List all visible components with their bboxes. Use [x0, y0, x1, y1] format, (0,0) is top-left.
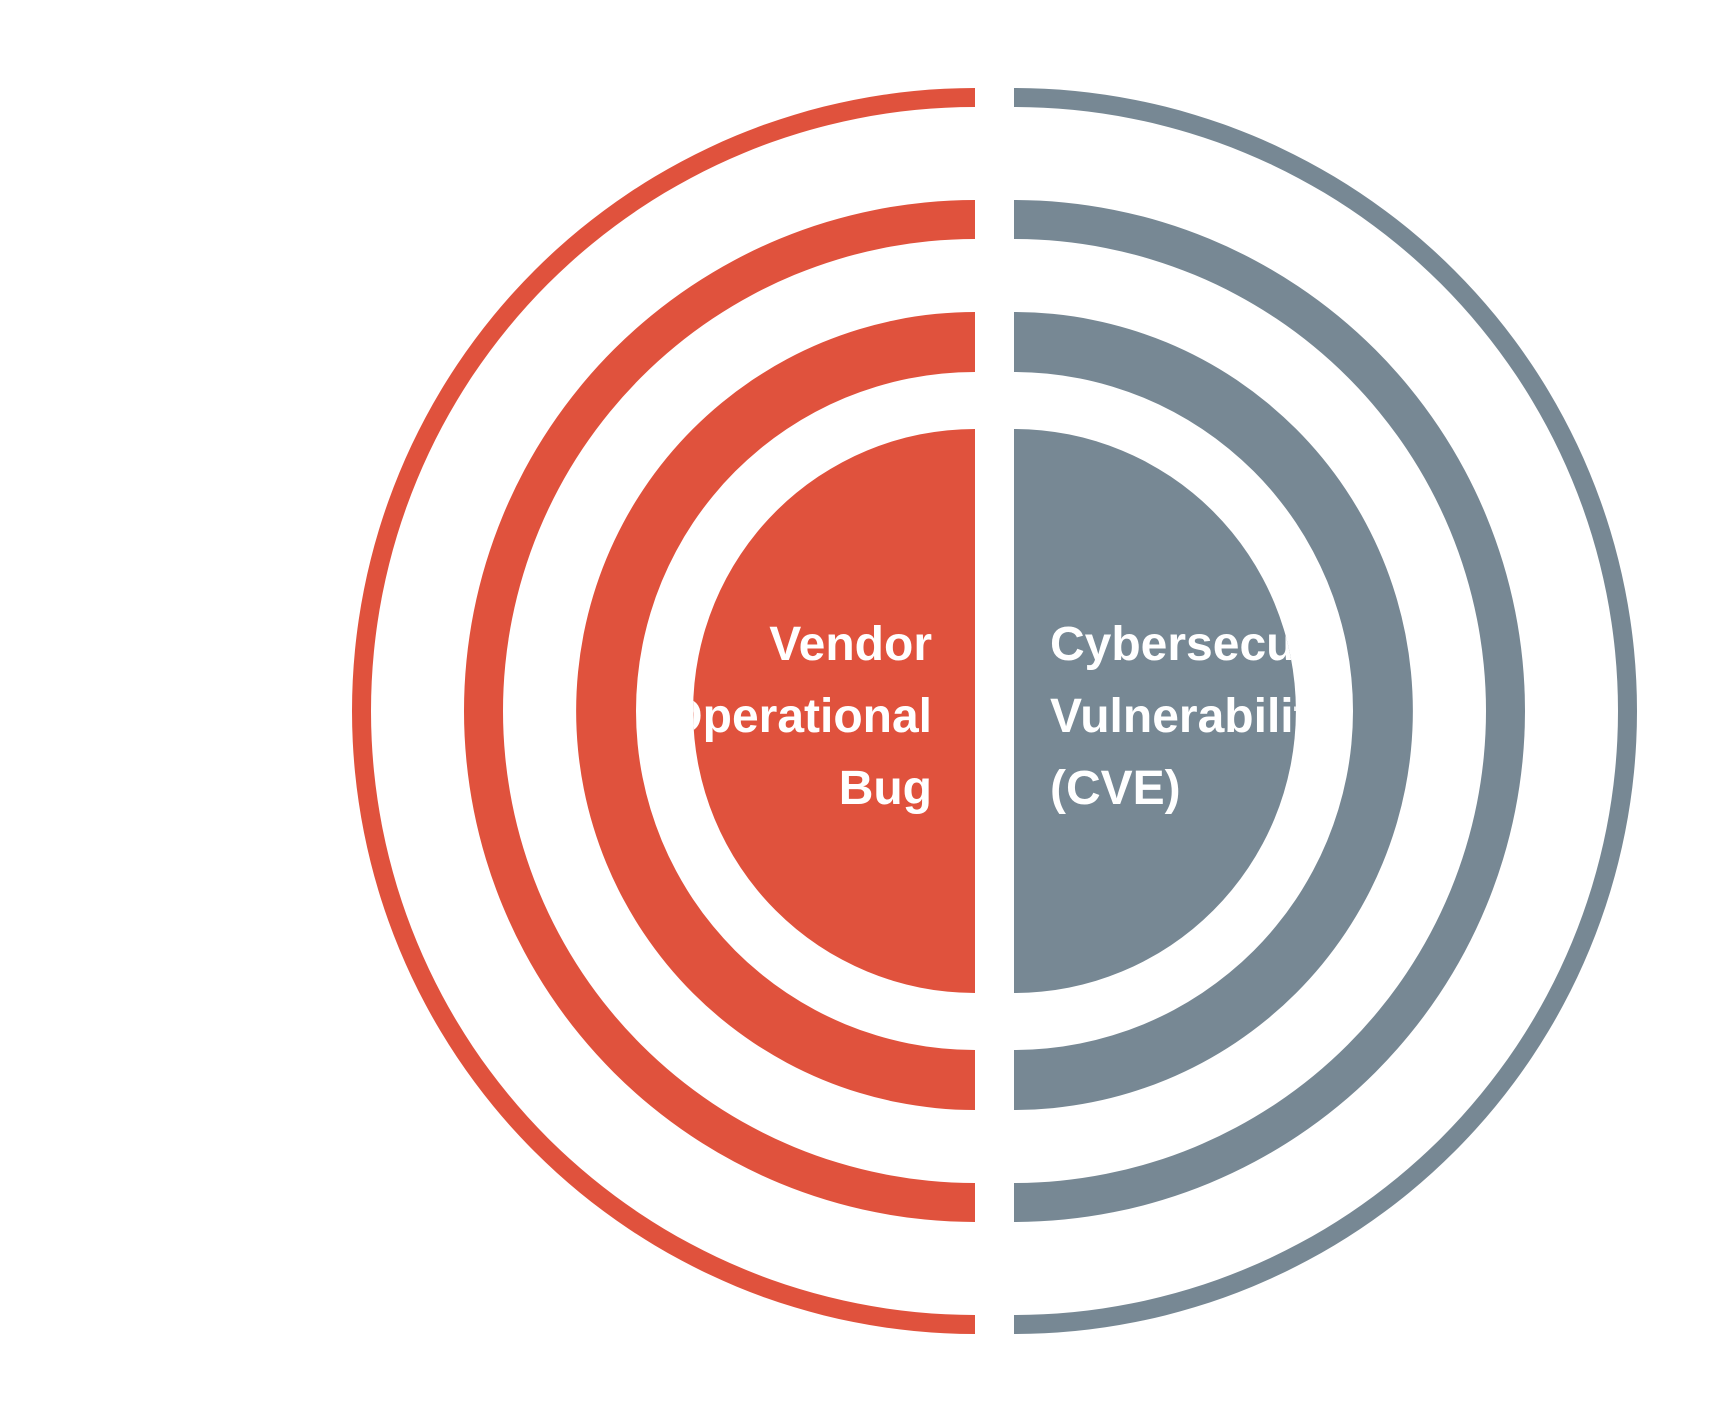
left-third-ring — [576, 312, 975, 1110]
right-label-line-2: Vulnerability — [1050, 690, 1337, 743]
right-label-line-3: (CVE) — [1050, 762, 1181, 815]
right-label-line-1: Cybersecurity — [1050, 618, 1370, 671]
left-label-line-1: Vendor — [769, 618, 932, 671]
right-half: Cybersecurity Vulnerability (CVE) — [1014, 88, 1637, 1334]
left-half: Vendor Operational Bug — [352, 88, 975, 1334]
right-third-ring — [1014, 312, 1413, 1110]
left-core-half-disc — [693, 429, 975, 993]
right-core-half-disc — [1014, 429, 1296, 993]
left-label-line-2: Operational — [665, 690, 932, 743]
left-label-line-3: Bug — [839, 762, 932, 815]
